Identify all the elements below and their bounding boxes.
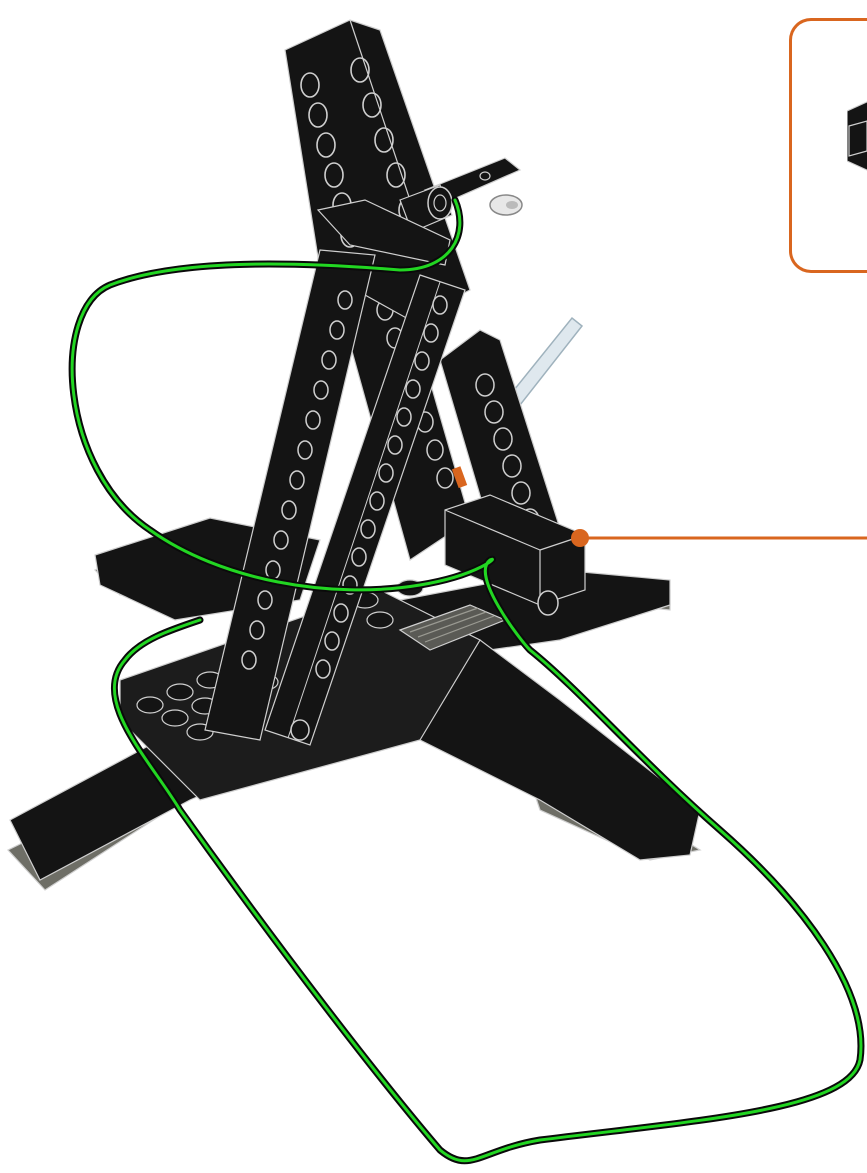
callout-pointer bbox=[571, 529, 867, 547]
top-tall-beam bbox=[285, 20, 470, 320]
translucent-axle bbox=[510, 318, 582, 405]
part-callout-box bbox=[789, 18, 867, 273]
part-callout-icon bbox=[847, 71, 867, 191]
